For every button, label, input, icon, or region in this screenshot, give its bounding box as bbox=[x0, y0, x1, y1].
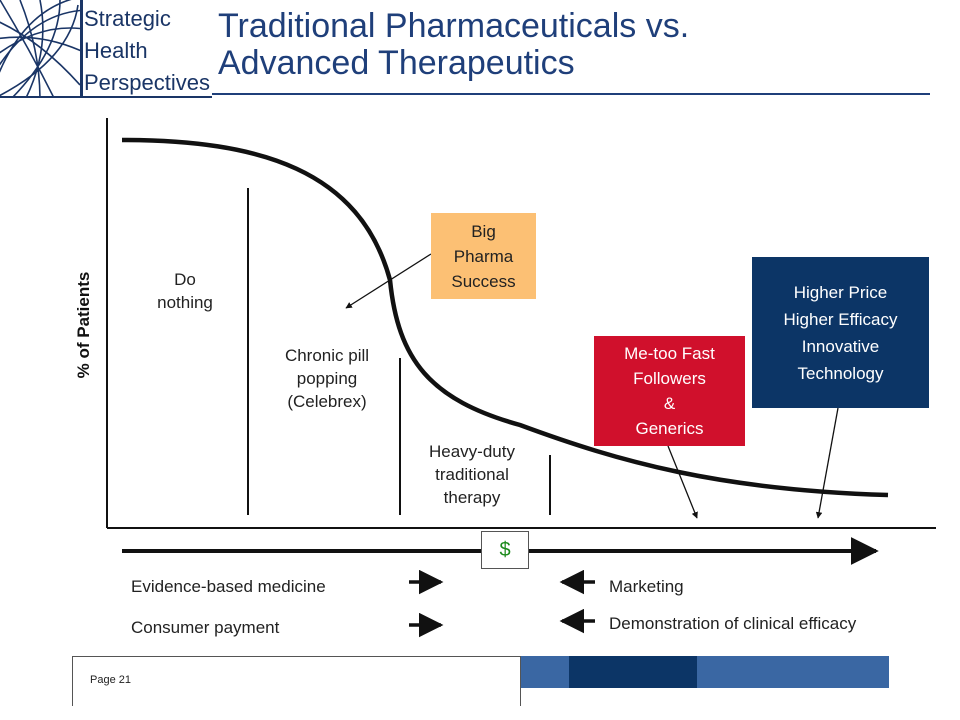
me-too-pointer bbox=[667, 445, 698, 519]
higher-price-line-4: Technology bbox=[797, 363, 884, 383]
title-underline bbox=[212, 93, 930, 95]
logo-divider bbox=[80, 0, 83, 98]
higher-price-line-1: Higher Price bbox=[793, 282, 888, 302]
footer-left-edge bbox=[72, 656, 73, 706]
logo-line-2: Health bbox=[84, 38, 148, 63]
footer-divider bbox=[520, 656, 521, 706]
header-logo-rule bbox=[0, 96, 212, 98]
segment-heavy-duty-line-3: therapy bbox=[443, 488, 501, 507]
segment-do-nothing: Do nothing bbox=[135, 268, 235, 314]
segment-chronic: Chronic pill popping (Celebrex) bbox=[262, 344, 392, 413]
title-line-2: Advanced Therapeutics bbox=[218, 44, 575, 82]
segment-heavy-duty-line-1: Heavy-duty bbox=[429, 442, 515, 461]
segment-do-nothing-line-1: Do bbox=[174, 270, 196, 289]
footer-color-bar-3 bbox=[697, 656, 889, 688]
footer-rule bbox=[72, 656, 520, 657]
segment-chronic-line-1: Chronic pill bbox=[284, 346, 370, 365]
logo-line-1: Strategic bbox=[84, 6, 171, 31]
big-pharma-pointer bbox=[345, 253, 432, 309]
force-demonstration-clinical-efficacy: Demonstration of clinical efficacy bbox=[609, 614, 857, 633]
price-marker-box: $ bbox=[481, 531, 529, 569]
segment-do-nothing-line-2: nothing bbox=[157, 293, 213, 312]
segment-chronic-line-2: popping bbox=[296, 369, 358, 388]
segment-chronic-line-3: (Celebrex) bbox=[287, 392, 367, 411]
page-number: Page 21 bbox=[90, 674, 131, 686]
title-line-1: Traditional Pharmaceuticals vs. bbox=[218, 7, 690, 45]
logo-globe-icon bbox=[0, 0, 80, 98]
me-too-line-3: & bbox=[663, 394, 676, 413]
higher-price-line-3: Innovative bbox=[801, 336, 880, 356]
big-pharma-line-3: Success bbox=[451, 271, 516, 291]
higher-price-pointer bbox=[815, 407, 839, 519]
me-too-line-1: Me-too Fast bbox=[624, 344, 715, 363]
higher-price-line-2: Higher Efficacy bbox=[783, 309, 898, 329]
big-pharma-line-2: Pharma bbox=[453, 246, 514, 266]
big-pharma-box: Big Pharma Success bbox=[431, 213, 536, 299]
segment-heavy-duty: Heavy-duty traditional therapy bbox=[407, 440, 537, 509]
force-consumer-payment: Consumer payment bbox=[131, 618, 280, 637]
segment-heavy-duty-line-2: traditional bbox=[435, 465, 509, 484]
logo-line-3: Perspectives bbox=[84, 70, 210, 95]
y-axis-label: % of Patients bbox=[74, 271, 93, 379]
page-title: Traditional Pharmaceuticals vs. Advanced… bbox=[218, 8, 938, 82]
big-pharma-line-1: Big bbox=[471, 221, 496, 241]
me-too-box: Me-too Fast Followers & Generics bbox=[594, 336, 745, 446]
force-marketing: Marketing bbox=[609, 577, 684, 596]
footer-color-bar-2 bbox=[569, 656, 697, 688]
price-marker-label: $ bbox=[499, 538, 511, 561]
me-too-line-4: Generics bbox=[635, 419, 704, 438]
footer-color-bar-1 bbox=[521, 656, 569, 688]
me-too-line-2: Followers bbox=[633, 369, 706, 388]
force-evidence-based-medicine: Evidence-based medicine bbox=[131, 577, 326, 596]
patient-distribution-curve bbox=[121, 137, 889, 498]
higher-price-box: Higher Price Higher Efficacy Innovative … bbox=[752, 257, 929, 408]
